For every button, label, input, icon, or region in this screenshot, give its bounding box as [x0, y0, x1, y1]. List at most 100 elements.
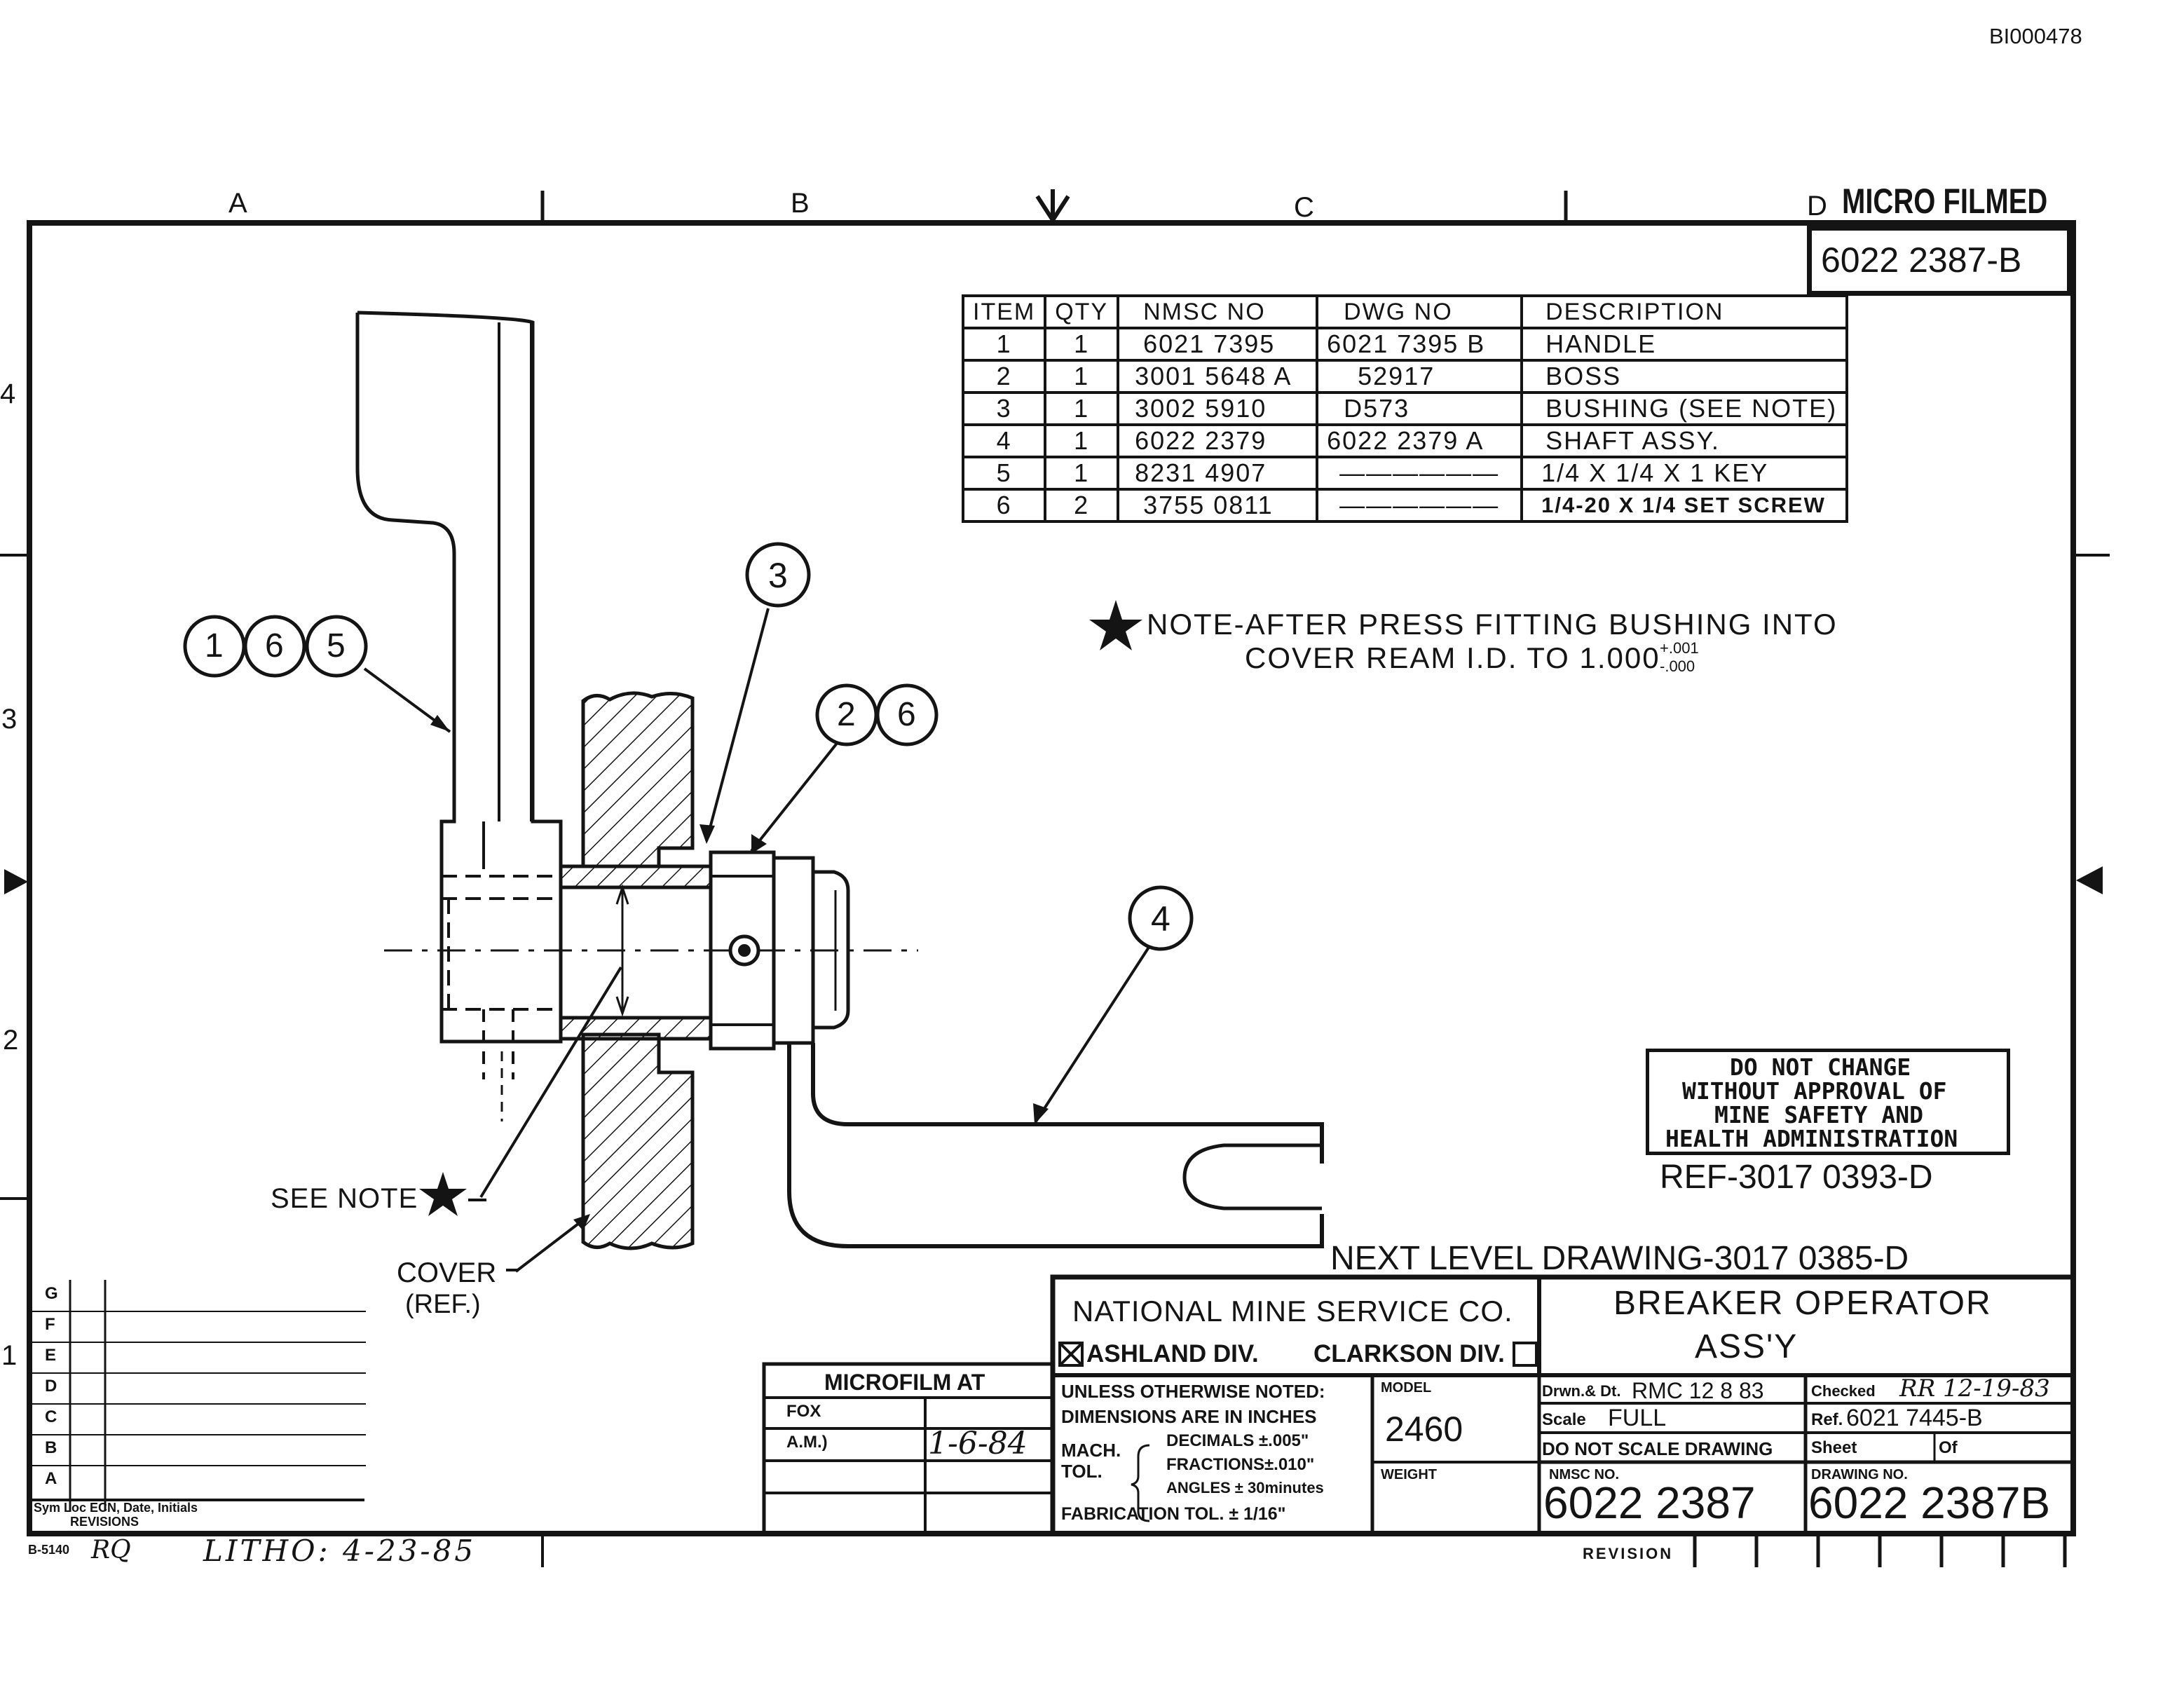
table-cell: 8231 4907 — [1117, 456, 1319, 491]
zone-label-1: 1 — [1, 1340, 18, 1371]
table-cell: 1 — [1044, 327, 1120, 362]
table-cell: —————— — [1316, 488, 1524, 523]
drawing-number-top: 6022 2387-B — [1821, 240, 2022, 280]
table-row: 1 1 6021 7395 6021 7395 B HANDLE — [961, 327, 1849, 362]
revision-letter: A — [45, 1469, 57, 1488]
microfilm-block — [762, 1362, 1055, 1536]
balloon-4 — [1128, 885, 1194, 951]
warning-line-4: HEALTH ADMINISTRATION — [1665, 1125, 1958, 1152]
microfilm-header: MICROFILM AT — [824, 1370, 985, 1395]
balloon-label-5: 5 — [327, 627, 346, 664]
zone-label-b: B — [791, 188, 810, 219]
table-cell: 1 — [1044, 391, 1120, 426]
revision-row: F — [32, 1311, 366, 1343]
center-arrow-top — [1035, 189, 1070, 224]
leader — [750, 740, 840, 852]
revision-label: REVISION — [1583, 1545, 1674, 1562]
ashland-checkbox — [1058, 1342, 1084, 1367]
table-cell: 3001 5648 A — [1117, 359, 1319, 394]
revision-row: A — [32, 1465, 366, 1496]
sheet-label: Sheet — [1811, 1438, 1857, 1457]
column-header: QTY — [1044, 294, 1120, 329]
note-line-2: COVER REAM I.D. TO 1.000 — [1245, 641, 1660, 674]
table-row: 2 1 3001 5648 A 52917 BOSS — [961, 359, 1849, 394]
angles-tol: ANGLES ± 30minutes — [1166, 1479, 1324, 1496]
leader — [705, 608, 770, 842]
drawing-title-line-2: ASS'Y — [1695, 1328, 1799, 1365]
note-tol-plus: +.001 — [1660, 639, 1699, 657]
model-value: 2460 — [1385, 1410, 1463, 1449]
table-cell: 1/4-20 X 1/4 SET SCREW — [1520, 488, 1849, 523]
table-cell: 2 — [961, 359, 1047, 394]
table-cell: 6 — [961, 488, 1047, 523]
warning-line-1: DO NOT CHANGE — [1730, 1053, 1911, 1081]
shaft-assy — [787, 1043, 1324, 1248]
zone-label-3: 3 — [1, 704, 18, 735]
table-cell: —————— — [1316, 456, 1524, 491]
cover-lower — [581, 1032, 695, 1250]
table-header-row: ITEM QTY NMSC NO DWG NO DESCRIPTION — [961, 294, 1849, 329]
revision-columns: Sym Loc ECN, Date, Initials — [34, 1501, 198, 1515]
scale-value: FULL — [1608, 1405, 1667, 1431]
revision-letter: G — [45, 1284, 58, 1303]
table-cell: 1/4 X 1/4 X 1 KEY — [1520, 456, 1849, 491]
balloon-label-1: 1 — [205, 627, 224, 664]
nmsc-no-value: 6022 2387 — [1543, 1478, 1756, 1528]
model-label: MODEL — [1381, 1380, 1432, 1396]
scale-label: Scale — [1542, 1410, 1586, 1429]
leader — [514, 1215, 589, 1273]
table-row: 4 1 6022 2379 6022 2379 A SHAFT ASSY. — [961, 423, 1849, 458]
bushing-lower — [559, 1016, 713, 1041]
table-cell: 1 — [1044, 359, 1120, 394]
next-level-drawing: NEXT LEVEL DRAWING-3017 0385-D — [1330, 1240, 1909, 1277]
bushing-upper — [559, 864, 713, 889]
table-cell: 6022 2379 A — [1316, 423, 1524, 458]
fabrication-tol: FABRICATION TOL. ± 1/16" — [1061, 1504, 1286, 1524]
zone-label-2: 2 — [3, 1025, 19, 1056]
table-cell: D573 — [1316, 391, 1524, 426]
form-number: B-5140 — [28, 1543, 70, 1557]
do-not-scale: DO NOT SCALE DRAWING — [1542, 1438, 1773, 1459]
table-cell: 4 — [961, 423, 1047, 458]
clarkson-checkbox — [1513, 1342, 1538, 1367]
revision-row: G — [32, 1280, 366, 1312]
table-cell: SHAFT ASSY. — [1520, 423, 1849, 458]
revisions-title: REVISIONS — [70, 1515, 139, 1529]
drawing-number-box — [1807, 226, 2072, 296]
revision-row: D — [32, 1372, 366, 1405]
table-cell: BOSS — [1520, 359, 1849, 394]
table-cell: 1 — [961, 327, 1047, 362]
star-icon — [419, 1172, 467, 1216]
note-tol-minus: -.000 — [1660, 657, 1695, 675]
zone-label-a: A — [228, 188, 247, 219]
revision-letter: E — [45, 1346, 57, 1365]
balloon-label-6b: 6 — [897, 696, 916, 733]
center-arrow-right — [2076, 866, 2103, 894]
balloon-3 — [745, 542, 811, 608]
table-row: 6 2 3755 0811 —————— 1/4-20 X 1/4 SET SC… — [961, 488, 1849, 523]
microfilm-date: 1-6-84 — [928, 1426, 1028, 1461]
drawing-no-label: DRAWING NO. — [1811, 1467, 1908, 1482]
star-icon — [1089, 600, 1142, 650]
table-cell: 3 — [961, 391, 1047, 426]
tol-label: TOL. — [1061, 1461, 1103, 1482]
table-cell: 3755 0811 — [1117, 488, 1319, 523]
balloon-label-3: 3 — [768, 556, 788, 595]
drawn-label: Drwn.& Dt. — [1542, 1382, 1621, 1400]
decimals-tol: DECIMALS ±.005" — [1166, 1431, 1309, 1450]
cover-label: COVER — [397, 1257, 497, 1288]
note-line-1: NOTE-AFTER PRESS FITTING BUSHING INTO — [1147, 608, 1838, 641]
microfilmed-stamp: MICRO FILMED — [1842, 182, 2048, 221]
parts-list-table: ITEM QTY NMSC NO DWG NO DESCRIPTION 1 1 … — [961, 294, 1849, 523]
table-row: 3 1 3002 5910 D573 BUSHING (SEE NOTE) — [961, 391, 1849, 426]
revision-row: B — [32, 1434, 366, 1466]
table-cell: BUSHING (SEE NOTE) — [1520, 391, 1849, 426]
warning-box — [1646, 1049, 2010, 1155]
balloon-label-6: 6 — [265, 627, 284, 664]
revision-letter: C — [45, 1407, 57, 1426]
document-id: BI000478 — [1989, 24, 2082, 48]
revision-letter: D — [45, 1377, 57, 1396]
ref-number: REF-3017 0393-D — [1660, 1159, 1933, 1196]
table-row: 5 1 8231 4907 —————— 1/4 X 1/4 X 1 KEY — [961, 456, 1849, 491]
